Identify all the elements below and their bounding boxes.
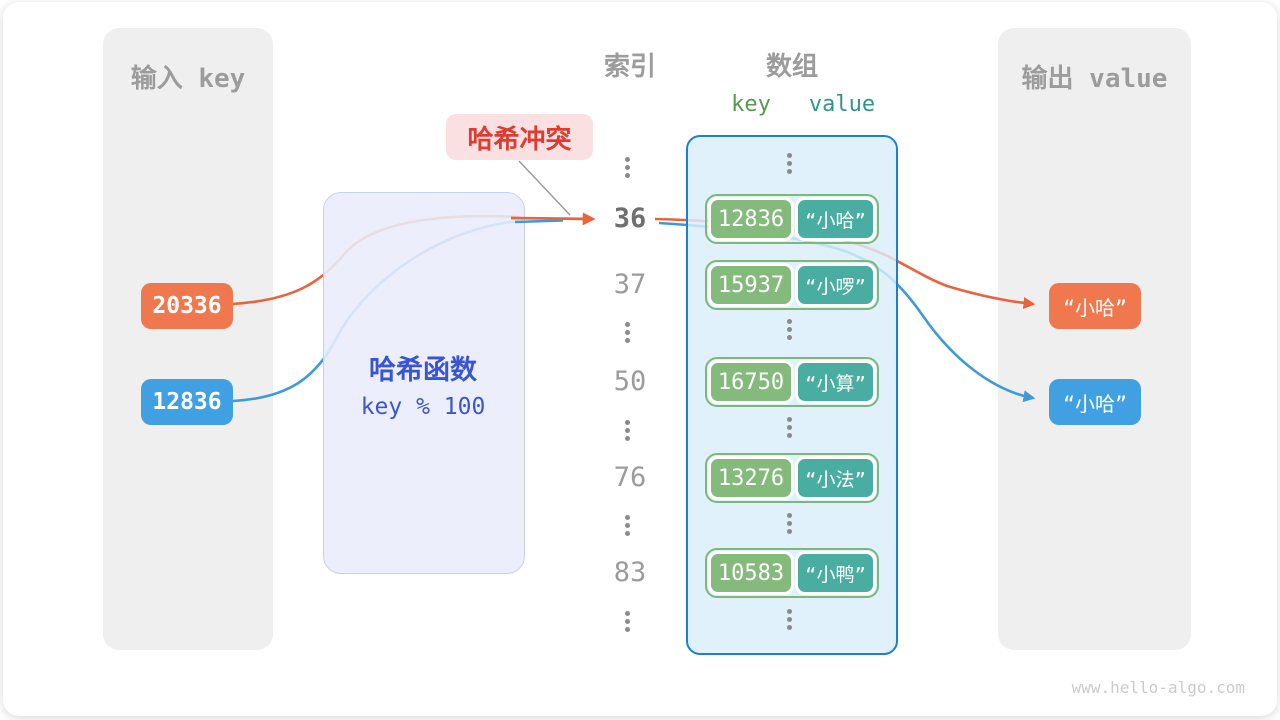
- array-pair: 12836“小哈”: [705, 194, 879, 244]
- output-panel-title: 输出 value: [1021, 64, 1168, 94]
- dot: [625, 338, 630, 343]
- dot: [625, 611, 630, 616]
- pair-value-box: “小哈”: [795, 197, 876, 241]
- index-value: 83: [613, 557, 647, 588]
- array-pair: 10583“小鸭”: [705, 548, 879, 598]
- dot: [625, 428, 630, 433]
- hash-function-formula: key % 100: [360, 394, 486, 420]
- output-value-box: “小哈”: [1049, 379, 1141, 425]
- dot: [787, 425, 792, 430]
- dot: [787, 417, 792, 422]
- dot: [787, 433, 792, 438]
- pair-key-box: 12836: [708, 197, 794, 241]
- array-pair: 15937“小啰”: [705, 260, 879, 310]
- array-kv-header: key value: [706, 92, 888, 117]
- dot: [787, 521, 792, 526]
- dot: [625, 531, 630, 536]
- pair-key-box: 15937: [708, 263, 794, 307]
- hash-collision-label: 哈希冲突: [446, 114, 593, 160]
- dot: [787, 169, 792, 174]
- dot: [625, 420, 630, 425]
- array-column-title: 数组: [765, 52, 818, 82]
- dot: [625, 515, 630, 520]
- hash-function-title: 哈希函数: [369, 355, 477, 386]
- dot: [787, 529, 792, 534]
- pair-key-box: 10583: [708, 551, 794, 595]
- dot: [625, 157, 630, 162]
- array-ellipsis: [787, 319, 792, 340]
- array-ellipsis: [787, 417, 792, 438]
- index-ellipsis: [625, 611, 630, 632]
- index-value: 37: [613, 269, 647, 300]
- array-pair: 13276“小法”: [705, 453, 879, 503]
- dot: [625, 619, 630, 624]
- index-ellipsis: [625, 420, 630, 441]
- dot: [787, 609, 792, 614]
- array-ellipsis: [787, 609, 792, 630]
- diagram-canvas: 输入 key 输出 value 哈希函数 key % 100 哈希冲突 索引 数…: [3, 2, 1277, 716]
- dot: [787, 327, 792, 332]
- index-value: 50: [613, 366, 647, 397]
- dot: [787, 319, 792, 324]
- index-ellipsis: [625, 515, 630, 536]
- dot: [787, 161, 792, 166]
- index-ellipsis: [625, 322, 630, 343]
- index-column-title: 索引: [603, 52, 656, 82]
- dot: [787, 335, 792, 340]
- dot: [625, 165, 630, 170]
- dot: [625, 322, 630, 327]
- output-value-box: “小哈”: [1049, 283, 1141, 329]
- key-header: key: [731, 92, 771, 117]
- pair-key-box: 13276: [708, 456, 794, 500]
- pair-value-box: “小啰”: [795, 263, 876, 307]
- dot: [787, 513, 792, 518]
- pair-value-box: “小法”: [795, 456, 876, 500]
- output-panel: 输出 value: [998, 28, 1191, 650]
- input-panel-title: 输入 key: [130, 64, 246, 94]
- dot: [625, 330, 630, 335]
- array-ellipsis: [787, 153, 792, 174]
- array-pair: 16750“小算”: [705, 357, 879, 407]
- dot: [625, 627, 630, 632]
- input-key-box: 12836: [141, 379, 233, 425]
- dot: [787, 153, 792, 158]
- dot: [625, 523, 630, 528]
- index-value: 76: [613, 462, 647, 493]
- array-ellipsis: [787, 513, 792, 534]
- index-value: 36: [613, 203, 647, 234]
- input-panel: 输入 key: [103, 28, 273, 650]
- dot: [625, 436, 630, 441]
- pair-value-box: “小鸭”: [795, 551, 876, 595]
- dot: [625, 173, 630, 178]
- index-ellipsis: [625, 157, 630, 178]
- pair-key-box: 16750: [708, 360, 794, 404]
- pair-value-box: “小算”: [795, 360, 876, 404]
- dot: [787, 625, 792, 630]
- watermark: www.hello-algo.com: [1071, 678, 1245, 697]
- dot: [787, 617, 792, 622]
- callout-pointer-line: [518, 160, 571, 216]
- input-key-box: 20336: [141, 283, 233, 329]
- value-header: value: [808, 92, 876, 117]
